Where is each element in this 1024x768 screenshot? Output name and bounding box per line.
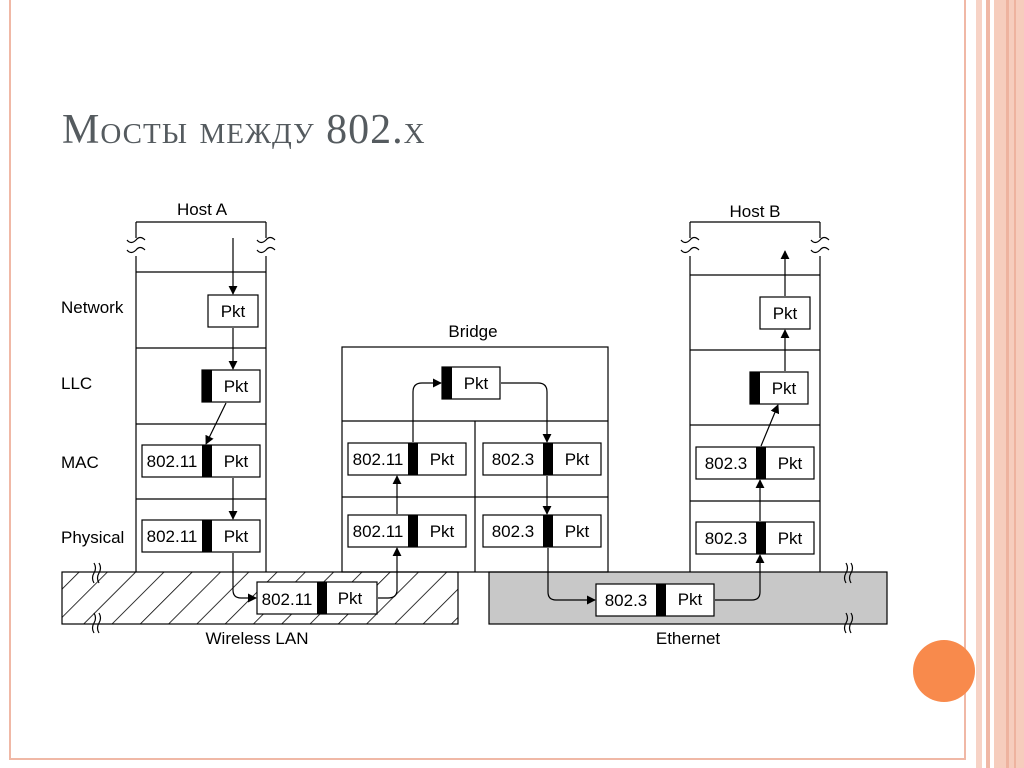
frame-box (595, 583, 715, 617)
decor-stripe (1006, 0, 1009, 768)
llc-header (656, 584, 666, 616)
wifi-header-label: 802.11 (353, 450, 404, 469)
frame-box (482, 442, 602, 476)
accent-dot (913, 640, 975, 702)
frame-box (695, 521, 815, 555)
llc-header (202, 370, 212, 402)
llc-header (408, 515, 418, 547)
llc-header (543, 443, 553, 475)
packet-label: Pkt (772, 379, 797, 398)
eth-header-label: 802.3 (705, 529, 748, 548)
packet-label: Pkt (565, 522, 590, 541)
llc-header (756, 447, 766, 479)
llc-header (202, 520, 212, 552)
frame-box (347, 514, 467, 548)
packet-label: Pkt (778, 529, 803, 548)
wireless-lan-label: Wireless LAN (206, 629, 309, 648)
layer-label-physical: Physical (61, 528, 124, 547)
layer-label-llc: LLC (61, 374, 92, 393)
llc-header (543, 515, 553, 547)
frame-box (695, 446, 815, 480)
eth-header-label: 802.3 (605, 591, 648, 610)
llc-header (408, 443, 418, 475)
packet-label: Pkt (224, 377, 249, 396)
frame-box (482, 514, 602, 548)
frame-box (141, 444, 261, 478)
packet-label: Pkt (464, 374, 489, 393)
wifi-header-label: 802.11 (353, 522, 404, 541)
frame-box (141, 519, 261, 553)
wifi-header-label: 802.11 (147, 527, 198, 546)
llc-header (442, 367, 452, 399)
packet-label: Pkt (338, 589, 363, 608)
bridge-stack (341, 346, 609, 573)
eth-header-label: 802.3 (705, 454, 748, 473)
bridge-label: Bridge (448, 322, 497, 341)
host-b-stack (680, 221, 830, 572)
llc-header (202, 445, 212, 477)
wifi-header-label: 802.11 (262, 590, 313, 609)
packet-label: Pkt (678, 590, 703, 609)
host-b-label: Host B (729, 202, 780, 221)
decor-stripe (976, 0, 982, 768)
ethernet-label: Ethernet (656, 629, 721, 648)
packet-label: Pkt (224, 527, 249, 546)
eth-header-label: 802.3 (492, 522, 535, 541)
host-a-label: Host A (177, 200, 228, 219)
frame-box (347, 442, 467, 476)
packet-label: Pkt (430, 450, 455, 469)
flow-arrows (205, 238, 790, 605)
packet-label: Pkt (221, 302, 246, 321)
packet-label: Pkt (224, 452, 249, 471)
llc-header (317, 582, 327, 614)
packet-box (207, 294, 259, 328)
host-a-stack (126, 221, 276, 572)
eth-header-label: 802.3 (492, 450, 535, 469)
llc-header (756, 522, 766, 554)
layer-label-network: Network (61, 298, 124, 317)
decor-stripe (1014, 0, 1016, 768)
packet-box (759, 296, 811, 330)
llc-header (750, 372, 760, 404)
decor-stripe (994, 0, 1024, 768)
packet-label: Pkt (565, 450, 590, 469)
slide-title: Мосты между 802.х (62, 107, 426, 153)
layer-label-mac: MAC (61, 453, 99, 472)
packet-label: Pkt (778, 454, 803, 473)
slide-frame (9, 0, 966, 760)
wifi-header-label: 802.11 (147, 452, 198, 471)
packet-label: Pkt (430, 522, 455, 541)
packet-label: Pkt (773, 304, 798, 323)
break-marks (91, 562, 854, 634)
decor-stripe (986, 0, 990, 768)
